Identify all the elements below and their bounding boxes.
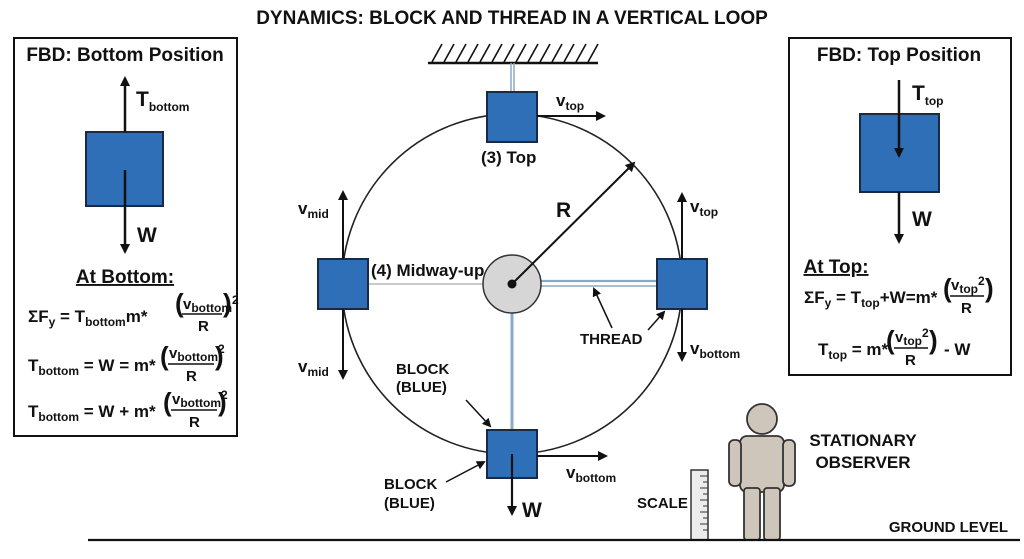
right-fbd-panel: FBD: Top Position Ttop W At Top: ΣFy = T… <box>788 37 1012 376</box>
velocity-right-bottom-label: vbottom <box>690 339 740 361</box>
left-tension-label: Tbottom <box>136 88 189 114</box>
radius-arrow <box>511 161 636 285</box>
right-equation-1: ΣFy = Ttop+W=m* ( vtop2 R ) <box>804 273 994 317</box>
left-fbd-panel: FBD: Bottom Position Tbottom W At Bottom… <box>13 37 239 437</box>
svg-text:R: R <box>186 368 197 385</box>
right-equation-2: Ttop = m* ( vtop2 R ) - W <box>818 325 971 369</box>
svg-text:Tbottom = W = m*: Tbottom = W = m* <box>28 356 156 378</box>
velocity-top-label: vtop <box>556 91 584 113</box>
svg-text:R: R <box>961 300 972 317</box>
svg-text:(: ( <box>163 387 172 417</box>
left-heading: At Bottom: <box>76 267 174 288</box>
stationary-observer: STATIONARY OBSERVER <box>728 403 917 541</box>
svg-text:vbottom2: vbottom2 <box>169 342 225 364</box>
vertical-loop: R vtop (3) Top vmid vmid (4) Midway-up v… <box>298 43 740 522</box>
block-label-lower-line2: (BLUE) <box>384 495 435 512</box>
svg-text:): ) <box>929 325 938 355</box>
velocity-right-top-label: vtop <box>690 197 718 219</box>
block-left <box>317 258 369 310</box>
ceiling-support <box>428 43 599 92</box>
right-heading: At Top: <box>803 257 868 278</box>
velocity-mid-down-label: vmid <box>298 357 329 379</box>
block-label-lower-line1: BLOCK <box>384 476 437 493</box>
svg-text:(: ( <box>943 273 952 303</box>
diagram-title: DYNAMICS: BLOCK AND THREAD IN A VERTICAL… <box>256 8 768 29</box>
ground-label: GROUND LEVEL <box>889 519 1008 536</box>
left-panel-title: FBD: Bottom Position <box>26 45 223 66</box>
block-label-upper-line1: BLOCK <box>396 361 449 378</box>
svg-text:ΣFy = Ttop+W=m*: ΣFy = Ttop+W=m* <box>804 288 938 310</box>
svg-text:Ttop = m*: Ttop = m* <box>818 340 889 362</box>
svg-text:Tbottom = W + m*: Tbottom = W + m* <box>28 402 156 424</box>
left-equation-1: ΣFy = Tbottomm* ( vbottom2 R ) <box>28 288 239 335</box>
top-position-label: (3) Top <box>481 148 536 167</box>
weight-bottom-label: W <box>522 499 542 522</box>
observer-head <box>746 403 778 435</box>
thread-label: THREAD <box>580 331 643 348</box>
svg-text:): ) <box>218 387 227 417</box>
left-weight-label: W <box>137 224 157 247</box>
left-equation-3: Tbottom = W + m* ( vbottom2 R ) <box>28 387 228 431</box>
svg-text:R: R <box>198 318 209 335</box>
thread-right-pointer <box>647 310 666 331</box>
svg-text:): ) <box>215 341 224 371</box>
svg-text:): ) <box>223 288 232 318</box>
velocity-bottom-label: vbottom <box>566 463 616 485</box>
height-scale: SCALE <box>637 469 709 541</box>
svg-text:vtop2: vtop2 <box>895 326 929 348</box>
observer-torso <box>739 435 785 493</box>
svg-text:(: ( <box>175 288 184 318</box>
svg-text:(: ( <box>886 325 895 355</box>
svg-text:vbottom2: vbottom2 <box>183 293 239 315</box>
svg-text:): ) <box>985 273 994 303</box>
block-lower-pointer <box>445 461 486 483</box>
block-label-upper-line2: (BLUE) <box>396 379 447 396</box>
block-top <box>486 91 538 143</box>
svg-text:ΣFy = Tbottomm*: ΣFy = Tbottomm* <box>28 307 148 329</box>
observer-label-line2: OBSERVER <box>815 453 910 472</box>
right-panel-title: FBD: Top Position <box>817 45 981 66</box>
block-upper-pointer <box>465 399 492 428</box>
velocity-mid-up-label: vmid <box>298 199 329 221</box>
radius-label: R <box>556 199 571 222</box>
svg-text:R: R <box>905 352 916 369</box>
observer-label-line1: STATIONARY <box>809 431 917 450</box>
svg-text:vtop2: vtop2 <box>951 274 985 296</box>
svg-text:vbottom2: vbottom2 <box>172 388 228 410</box>
scale-label: SCALE <box>637 495 688 512</box>
svg-text:R: R <box>189 414 200 431</box>
left-equation-2: Tbottom = W = m* ( vbottom2 R ) <box>28 341 225 385</box>
midway-position-label: (4) Midway-up <box>371 261 484 280</box>
thread-pointer <box>592 287 613 329</box>
right-weight-label: W <box>912 208 932 231</box>
svg-text:- W: - W <box>944 340 971 359</box>
block-right <box>656 258 708 310</box>
right-tension-label: Ttop <box>912 82 943 108</box>
svg-text:(: ( <box>160 341 169 371</box>
